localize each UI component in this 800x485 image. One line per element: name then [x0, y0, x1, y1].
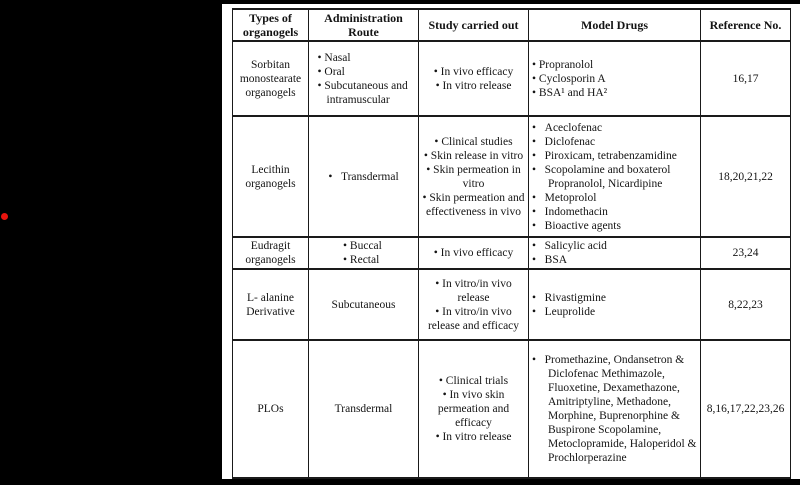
cell-lines: • Clinical studies• Skin release in vitr… — [422, 135, 525, 219]
administration-route-cell: • Nasal• Oral• Subcutaneous and intramus… — [308, 40, 419, 117]
table-row: Eudragit organogels • Buccal • Rectal • In … — [232, 236, 791, 270]
administration-route-cell: • Transdermal — [308, 115, 419, 238]
cell-line: • Clinical studies — [434, 135, 513, 148]
cell-line: • Skin permeation and effectiveness in v… — [422, 191, 525, 218]
cell-line: • Rivastigmine — [532, 291, 606, 304]
cell-line: • Skin release in vitro — [423, 149, 524, 162]
cell-line: • Skin permeation in vitro — [426, 163, 521, 190]
cell-line: • Buccal — [343, 240, 382, 252]
table-row: Sorbitan monostearate organogels• Nasal•… — [232, 40, 791, 117]
study-carried-out-cell: • Clinical studies• Skin release in vitr… — [418, 115, 529, 238]
cell-lines: Subcutaneous — [332, 298, 396, 312]
administration-route-cell: • Buccal • Rectal — [308, 236, 419, 270]
model-drugs-cell: • Promethazine, Ondansetron & Diclofenac… — [528, 339, 701, 479]
organogel-type-cell: Sorbitan monostearate organogels — [232, 40, 309, 117]
cell-line: • Promethazine, Ondansetron & Diclofenac… — [532, 354, 697, 464]
study-carried-out-cell: • In vitro/in vivo release• In vitro/in … — [418, 268, 529, 341]
cell-lines: Transdermal — [335, 402, 393, 416]
cell-line: • Indomethacin — [532, 205, 608, 218]
model-drugs-cell: • Propranolol• Cyclosporin A• BSA¹ and H… — [528, 40, 701, 117]
model-drugs-cell: • Salicylic acid • BSA — [528, 236, 701, 270]
organogel-type-cell: Lecithin organogels — [232, 115, 309, 238]
cell-line: • In vivo efficacy — [433, 65, 514, 78]
cell-line: • Nasal — [317, 51, 351, 64]
table-row: PLOs Transdermal • Clinical trials • In viv… — [232, 339, 791, 479]
column-header: Study carried out — [418, 8, 529, 42]
administration-route-cell: Subcutaneous — [308, 268, 419, 341]
cell-line: • Leuprolide — [532, 305, 596, 318]
cell-lines: • Transdermal — [328, 170, 398, 184]
cell-line: • In vivo skin permeation and efficacy — [437, 389, 510, 429]
study-carried-out-cell: • In vivo efficacy — [418, 236, 529, 270]
cell-lines: • In vivo efficacy — [422, 246, 525, 260]
cell-lines: • Rivastigmine• Leuprolide — [532, 291, 697, 319]
cell-line: • Bioactive agents — [532, 219, 621, 232]
organogel-type-cell: L- alanine Derivative — [232, 268, 309, 341]
cell-lines: • Promethazine, Ondansetron & Diclofenac… — [532, 353, 697, 465]
cell-lines: • Clinical trials • In vivo skin permeati… — [422, 374, 525, 444]
cell-lines: • Nasal• Oral• Subcutaneous and intramus… — [318, 51, 410, 107]
cell-line: • Scopolamine and boxaterol Propranolol,… — [532, 163, 671, 190]
model-drugs-cell: • Aceclofenac• Diclofenac• Piroxicam, te… — [528, 115, 701, 238]
cell-line: Transdermal — [334, 403, 393, 415]
cell-line: • In vivo efficacy — [433, 247, 514, 259]
cell-line: • Metoprolol — [532, 191, 597, 204]
cell-lines: • Aceclofenac• Diclofenac• Piroxicam, te… — [532, 121, 697, 233]
cell-line: • In vitro release — [435, 431, 512, 443]
cell-line: • In vitro release — [435, 79, 512, 92]
cell-line: • Piroxicam, tetrabenzamidine — [532, 149, 677, 162]
column-header: Model Drugs — [528, 8, 701, 42]
cell-line: • Clinical trials — [438, 375, 509, 387]
organogel-type-cell: PLOs — [232, 339, 309, 479]
red-dot-marker — [1, 213, 8, 220]
cell-lines: • In vivo efficacy• In vitro release — [422, 65, 525, 93]
cell-line: • Aceclofenac — [532, 121, 603, 134]
cell-line: • Transdermal — [328, 170, 399, 183]
organogel-type-cell: Eudragit organogels — [232, 236, 309, 270]
study-carried-out-cell: • In vivo efficacy• In vitro release — [418, 40, 529, 117]
cell-line: • In vitro/in vivo release and efficacy — [427, 305, 520, 332]
cell-line: • Salicylic acid — [532, 240, 607, 252]
reference-no-cell: 8,16,17,22,23,26 — [700, 339, 791, 479]
cell-line: • BSA¹ and HA² — [532, 86, 608, 99]
reference-no-cell: 23,24 — [700, 236, 791, 270]
cell-line: • Rectal — [343, 254, 380, 266]
column-header: Administration Route — [308, 8, 419, 42]
table-row: Lecithin organogels • Transdermal • Clinic… — [232, 115, 791, 238]
table-row: L- alanine Derivative Subcutaneous • In vi… — [232, 268, 791, 341]
cell-line: Subcutaneous — [331, 298, 396, 311]
cell-lines: • In vitro/in vivo release• In vitro/in … — [422, 277, 525, 333]
cell-line: • Oral — [317, 65, 345, 78]
cell-line: • In vitro/in vivo release — [435, 277, 512, 304]
reference-no-cell: 16,17 — [700, 40, 791, 117]
cell-line: • Subcutaneous and intramuscular — [317, 79, 408, 106]
model-drugs-cell: • Rivastigmine• Leuprolide — [528, 268, 701, 341]
reference-no-cell: 8,22,23 — [700, 268, 791, 341]
cell-line: • BSA — [532, 254, 568, 266]
study-carried-out-cell: • Clinical trials • In vivo skin permeati… — [418, 339, 529, 479]
cell-lines: • Propranolol• Cyclosporin A• BSA¹ and H… — [532, 58, 697, 100]
column-header: Reference No. — [700, 8, 791, 42]
cell-lines: • Buccal • Rectal — [343, 239, 384, 267]
table-body: Sorbitan monostearate organogels• Nasal•… — [232, 40, 791, 479]
column-header: Types of organogels — [232, 8, 309, 42]
cell-line: • Diclofenac — [532, 135, 596, 148]
administration-route-cell: Transdermal — [308, 339, 419, 479]
cell-line: • Propranolol — [532, 58, 594, 71]
cell-lines: • Salicylic acid • BSA — [532, 239, 697, 267]
cell-line: • Cyclosporin A — [532, 72, 606, 85]
reference-no-cell: 18,20,21,22 — [700, 115, 791, 238]
